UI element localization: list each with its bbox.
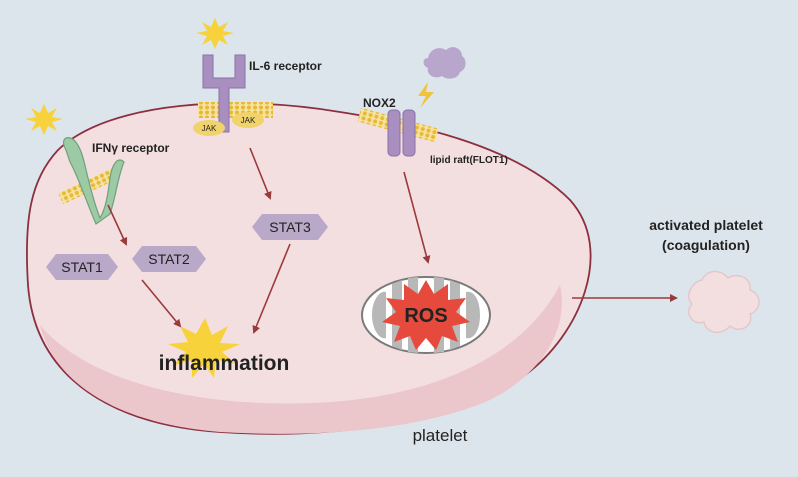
mitochondrion: ROS xyxy=(361,276,491,354)
star-icon xyxy=(196,18,234,49)
stat3-label: STAT3 xyxy=(269,219,311,235)
il6-receptor: JAK JAK IL-6 receptor xyxy=(193,18,322,136)
ifng-receptor: IFNγ receptor xyxy=(25,104,170,225)
coagulation-label: (coagulation) xyxy=(662,237,750,253)
arrow-stat1-to-inflammation xyxy=(141,279,182,328)
arrow-stat3-to-inflammation xyxy=(252,243,291,334)
pathway-arrows xyxy=(107,147,678,334)
ros-label: ROS xyxy=(404,305,447,327)
star-icon xyxy=(25,104,63,135)
stat2-shape xyxy=(132,246,206,272)
lightning-icon xyxy=(418,82,434,108)
nox2-label: NOX2 xyxy=(363,96,396,110)
jak-left-shape xyxy=(193,120,225,136)
stat1: STAT1 xyxy=(46,254,118,280)
nox2-left-channel xyxy=(387,109,401,157)
arrow-jak-to-stat3 xyxy=(249,147,272,200)
activated-platelet-shape xyxy=(688,270,760,334)
nox2: NOX2 lipid raft(FLOT1) xyxy=(357,47,508,166)
nox2-right-channel xyxy=(402,109,416,157)
stat3: STAT3 xyxy=(252,214,328,240)
arrow-ifng-to-stat xyxy=(107,204,128,246)
cell-inner-shading xyxy=(40,285,562,434)
activated-platelet-label: activated platelet xyxy=(649,217,763,233)
inflammation-label: inflammation xyxy=(159,352,290,375)
stat2: STAT2 xyxy=(132,246,206,272)
platelet-label: platelet xyxy=(413,426,468,445)
stat2-label: STAT2 xyxy=(148,251,190,267)
ifng-receptor-label: IFNγ receptor xyxy=(92,141,170,155)
ifng-receptor-shape xyxy=(62,137,125,225)
stat3-shape xyxy=(252,214,328,240)
ros-burst-icon xyxy=(382,280,470,350)
stat1-shape xyxy=(46,254,118,280)
pathogen-icon xyxy=(423,47,466,79)
inflammation-star-icon xyxy=(168,318,240,378)
inflammation: inflammation xyxy=(159,318,290,378)
activated-platelet: activated platelet (coagulation) xyxy=(649,217,763,334)
il6-receptor-label: IL-6 receptor xyxy=(249,59,322,73)
arrow-nox2-to-ros xyxy=(403,171,431,264)
jak-right-label: JAK xyxy=(241,116,256,125)
jak-left-label: JAK xyxy=(202,124,217,133)
stat1-label: STAT1 xyxy=(61,259,103,275)
jak-right-shape xyxy=(232,112,264,128)
il6-receptor-shape xyxy=(202,54,246,133)
lipid-raft-label: lipid raft(FLOT1) xyxy=(430,155,508,166)
